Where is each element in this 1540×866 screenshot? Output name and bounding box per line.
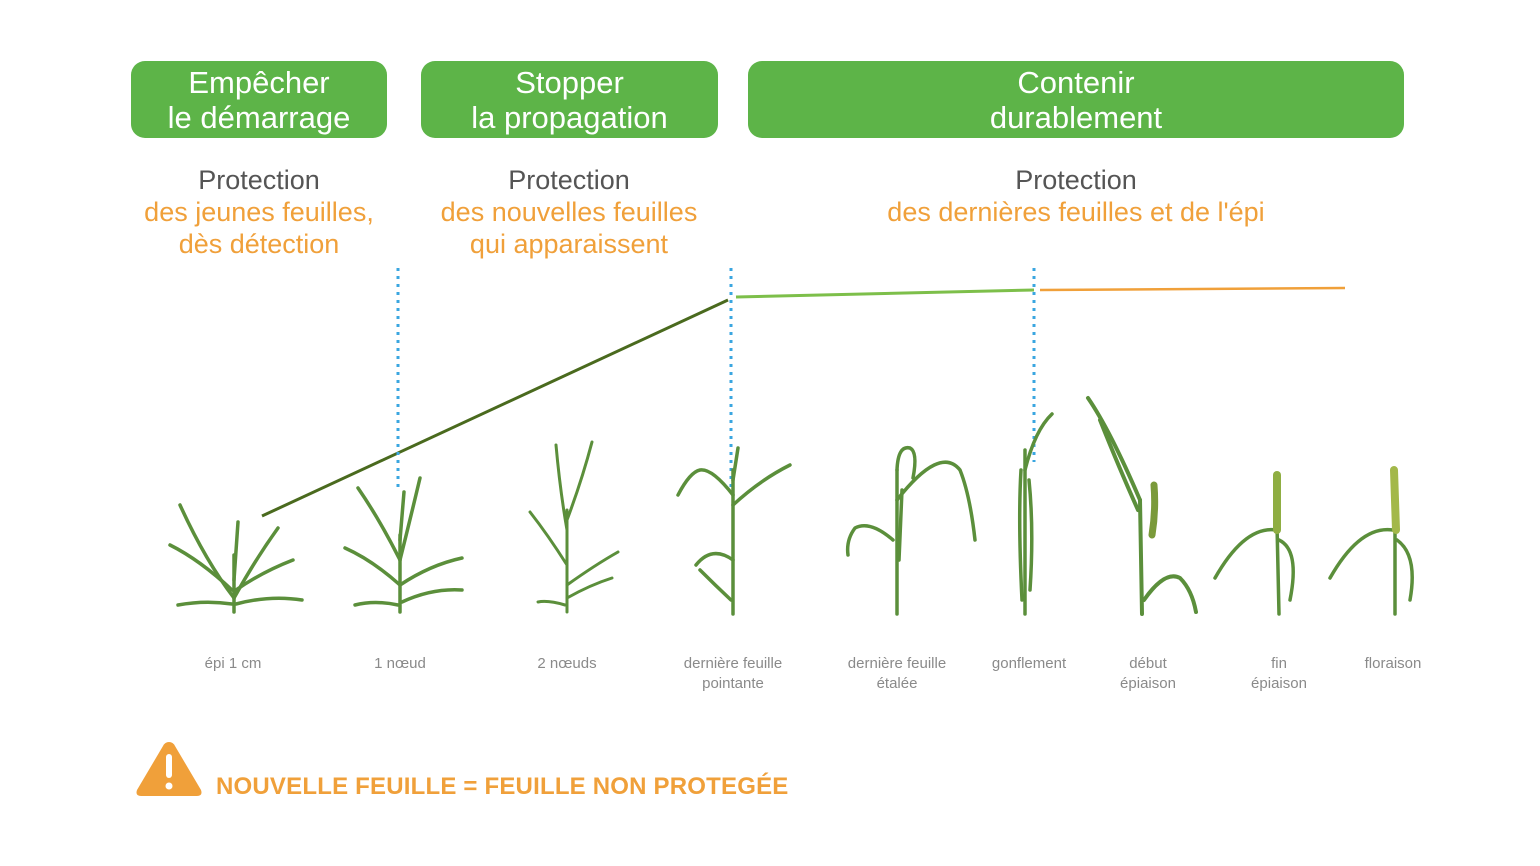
protection-plateau-orange-line [1039,286,1346,292]
protection-detail-line1: des dernières feuilles et de l'épi [887,197,1265,227]
stage-label-line1: floraison [1364,655,1422,672]
protection-detail-line2: qui apparaissent [469,229,669,259]
protection-young-leaves: Protection des jeunes feuilles, dès déte… [119,164,399,260]
stage-label-derniere-feuille-pointante: dernière feuille pointante [658,654,808,694]
stage-label-line1: dernière feuille [847,655,947,672]
plant-stage-6-icon [1017,412,1054,616]
phase-box-contain: Contenir durablement [748,61,1404,138]
protection-last-leaves: Protection des dernières feuilles et de … [826,164,1326,228]
stage-label-gonflement: gonflement [954,654,1104,674]
protection-rise-line [261,298,729,518]
phase-label-line2: durablement [989,99,1163,135]
plant-stage-9-icon [1328,466,1414,616]
stage-label-line2: épiaison [1120,675,1176,692]
phase-label-line2: le démarrage [167,99,351,135]
stage-label-line1: 2 nœuds [537,655,597,672]
stage-label-line1: dernière feuille [683,655,783,672]
plant-stage-3-icon [528,440,620,614]
plant-stage-8-icon [1213,471,1295,616]
phase-box-prevent: Empêcher le démarrage [131,61,387,138]
warning-message: NOUVELLE FEUILLE = FEUILLE NON PROTEGÉE [216,773,789,800]
stage-label-line1: début [1129,655,1167,672]
stage-label-line1: fin [1271,655,1287,672]
protection-plateau-green-line [735,288,1035,299]
plant-stage-4-icon [676,446,792,616]
stage-label-1-noeud: 1 nœud [325,654,475,674]
plant-stage-7-icon [1086,396,1198,616]
stage-label-fin-epiaison: fin épiaison [1204,654,1354,694]
protection-heading: Protection [198,165,320,195]
stage-label-line2: étalée [876,675,918,692]
phase-label-line1: Stopper [515,64,624,100]
plant-stage-5-icon [845,445,977,616]
phase-label-line1: Empêcher [188,64,330,100]
stage-label-epi-1cm: épi 1 cm [158,654,308,674]
protection-new-leaves: Protection des nouvelles feuilles qui ap… [414,164,724,260]
stage-label-floraison: floraison [1318,654,1468,674]
protection-detail-line1: des jeunes feuilles, [144,197,374,227]
plant-stage-1-icon [168,503,304,614]
stage-label-line2: pointante [702,675,764,692]
protection-detail-line1: des nouvelles feuilles [440,197,698,227]
plant-stage-2-icon [343,476,464,614]
phase-box-stop: Stopper la propagation [421,61,718,138]
stage-label-derniere-feuille-etalee: dernière feuille étalée [822,654,972,694]
stage-label-line1: 1 nœud [374,655,426,672]
protection-detail-line2: dès détection [178,229,340,259]
stage-label-2-noeuds: 2 nœuds [492,654,642,674]
stage-label-line1: épi 1 cm [204,655,262,672]
stage-label-line1: gonflement [991,655,1067,672]
stage-label-debut-epiaison: début épiaison [1073,654,1223,694]
stage-label-line2: épiaison [1251,675,1307,692]
phase-label-line2: la propagation [471,99,668,135]
phase-label-line1: Contenir [1017,64,1135,100]
warning-triangle-icon [136,742,202,796]
protection-heading: Protection [1015,165,1137,195]
protection-heading: Protection [508,165,630,195]
